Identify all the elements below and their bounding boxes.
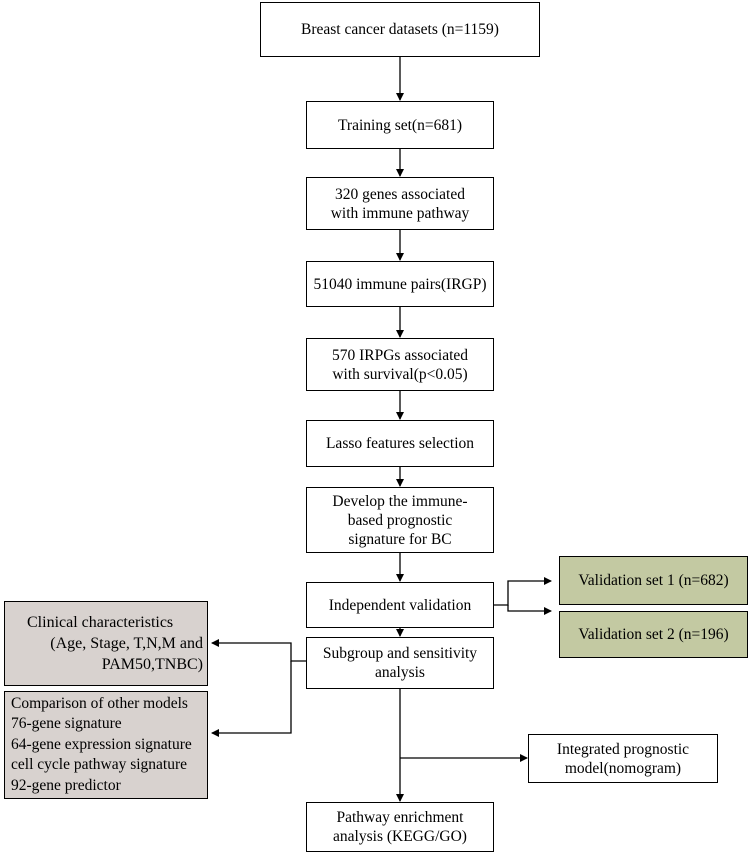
node-lasso: Lasso features selection [306, 420, 494, 467]
node-pairs: 51040 immune pairs(IRGP) [306, 261, 494, 307]
node-irpgs-line2: with survival(p<0.05) [332, 365, 468, 383]
node-nomogram-line2: model(nomogram) [564, 759, 682, 777]
node-val1: Validation set 1 (n=682) [559, 556, 748, 605]
node-comparison-line1: Comparison of other models [11, 694, 188, 712]
node-val1-label: Validation set 1 (n=682) [578, 572, 729, 589]
node-comparison: Comparison of other models 76-gene signa… [4, 691, 208, 799]
node-nomogram: Integrated prognostic model(nomogram) [528, 734, 718, 783]
node-develop-line3: signature for BC [348, 530, 452, 548]
node-datasets-label: Breast cancer datasets (n=1159) [301, 21, 499, 38]
node-val2: Validation set 2 (n=196) [559, 611, 748, 658]
node-subgroup-line1: Subgroup and sensitivity [322, 645, 478, 662]
node-lasso-label: Lasso features selection [325, 435, 475, 452]
node-clinical-line3: PAM50,TNBC) [101, 656, 203, 673]
node-genes-line1: 320 genes associated [335, 185, 465, 203]
node-develop-line2: based prognostic [347, 511, 453, 529]
node-pairs-label: 51040 immune pairs(IRGP) [313, 275, 487, 293]
node-irpgs: 570 IRPGs associated with survival(p<0.0… [306, 338, 494, 391]
node-clinical: Clinical characteristics (Age, Stage, T,… [4, 601, 208, 686]
node-pathway-line1: Pathway enrichment [336, 809, 464, 826]
node-validation-label: Independent validation [328, 596, 472, 614]
node-comparison-line3: 64-gene expression signature [11, 735, 192, 753]
node-develop-line1: Develop the immune- [332, 492, 468, 510]
node-datasets: Breast cancer datasets (n=1159) [260, 2, 540, 57]
node-comparison-line2: 76-gene signature [11, 715, 122, 733]
branch-validation [492, 577, 552, 606]
branch-left [211, 639, 307, 662]
node-subgroup: Subgroup and sensitivity analysis [306, 637, 494, 689]
branch-validation-2 [507, 605, 552, 615]
node-irpgs-line1: 570 IRPGs associated [331, 346, 469, 364]
branch-left-2 [211, 661, 292, 737]
node-pathway: Pathway enrichment analysis (KEGG/GO) [306, 802, 494, 852]
node-validation: Independent validation [306, 582, 494, 628]
node-subgroup-line2: analysis [375, 664, 425, 681]
node-genes-line2: with immune pathway [330, 204, 470, 222]
node-comparison-line5: 92-gene predictor [11, 776, 121, 794]
node-comparison-line4: cell cycle pathway signature [11, 756, 188, 774]
node-pathway-line2: analysis (KEGG/GO) [333, 828, 467, 845]
node-develop: Develop the immune- based prognostic sig… [306, 487, 494, 553]
node-training-label: Training set(n=681) [338, 116, 462, 134]
node-clinical-line1: Clinical characteristics [27, 614, 174, 631]
node-val2-label: Validation set 2 (n=196) [578, 626, 729, 643]
node-clinical-line2: (Age, Stage, T,N,M and [50, 635, 203, 652]
node-genes: 320 genes associated with immune pathway [306, 177, 494, 230]
node-training: Training set(n=681) [306, 101, 494, 149]
node-nomogram-line1: Integrated prognostic [556, 740, 690, 758]
